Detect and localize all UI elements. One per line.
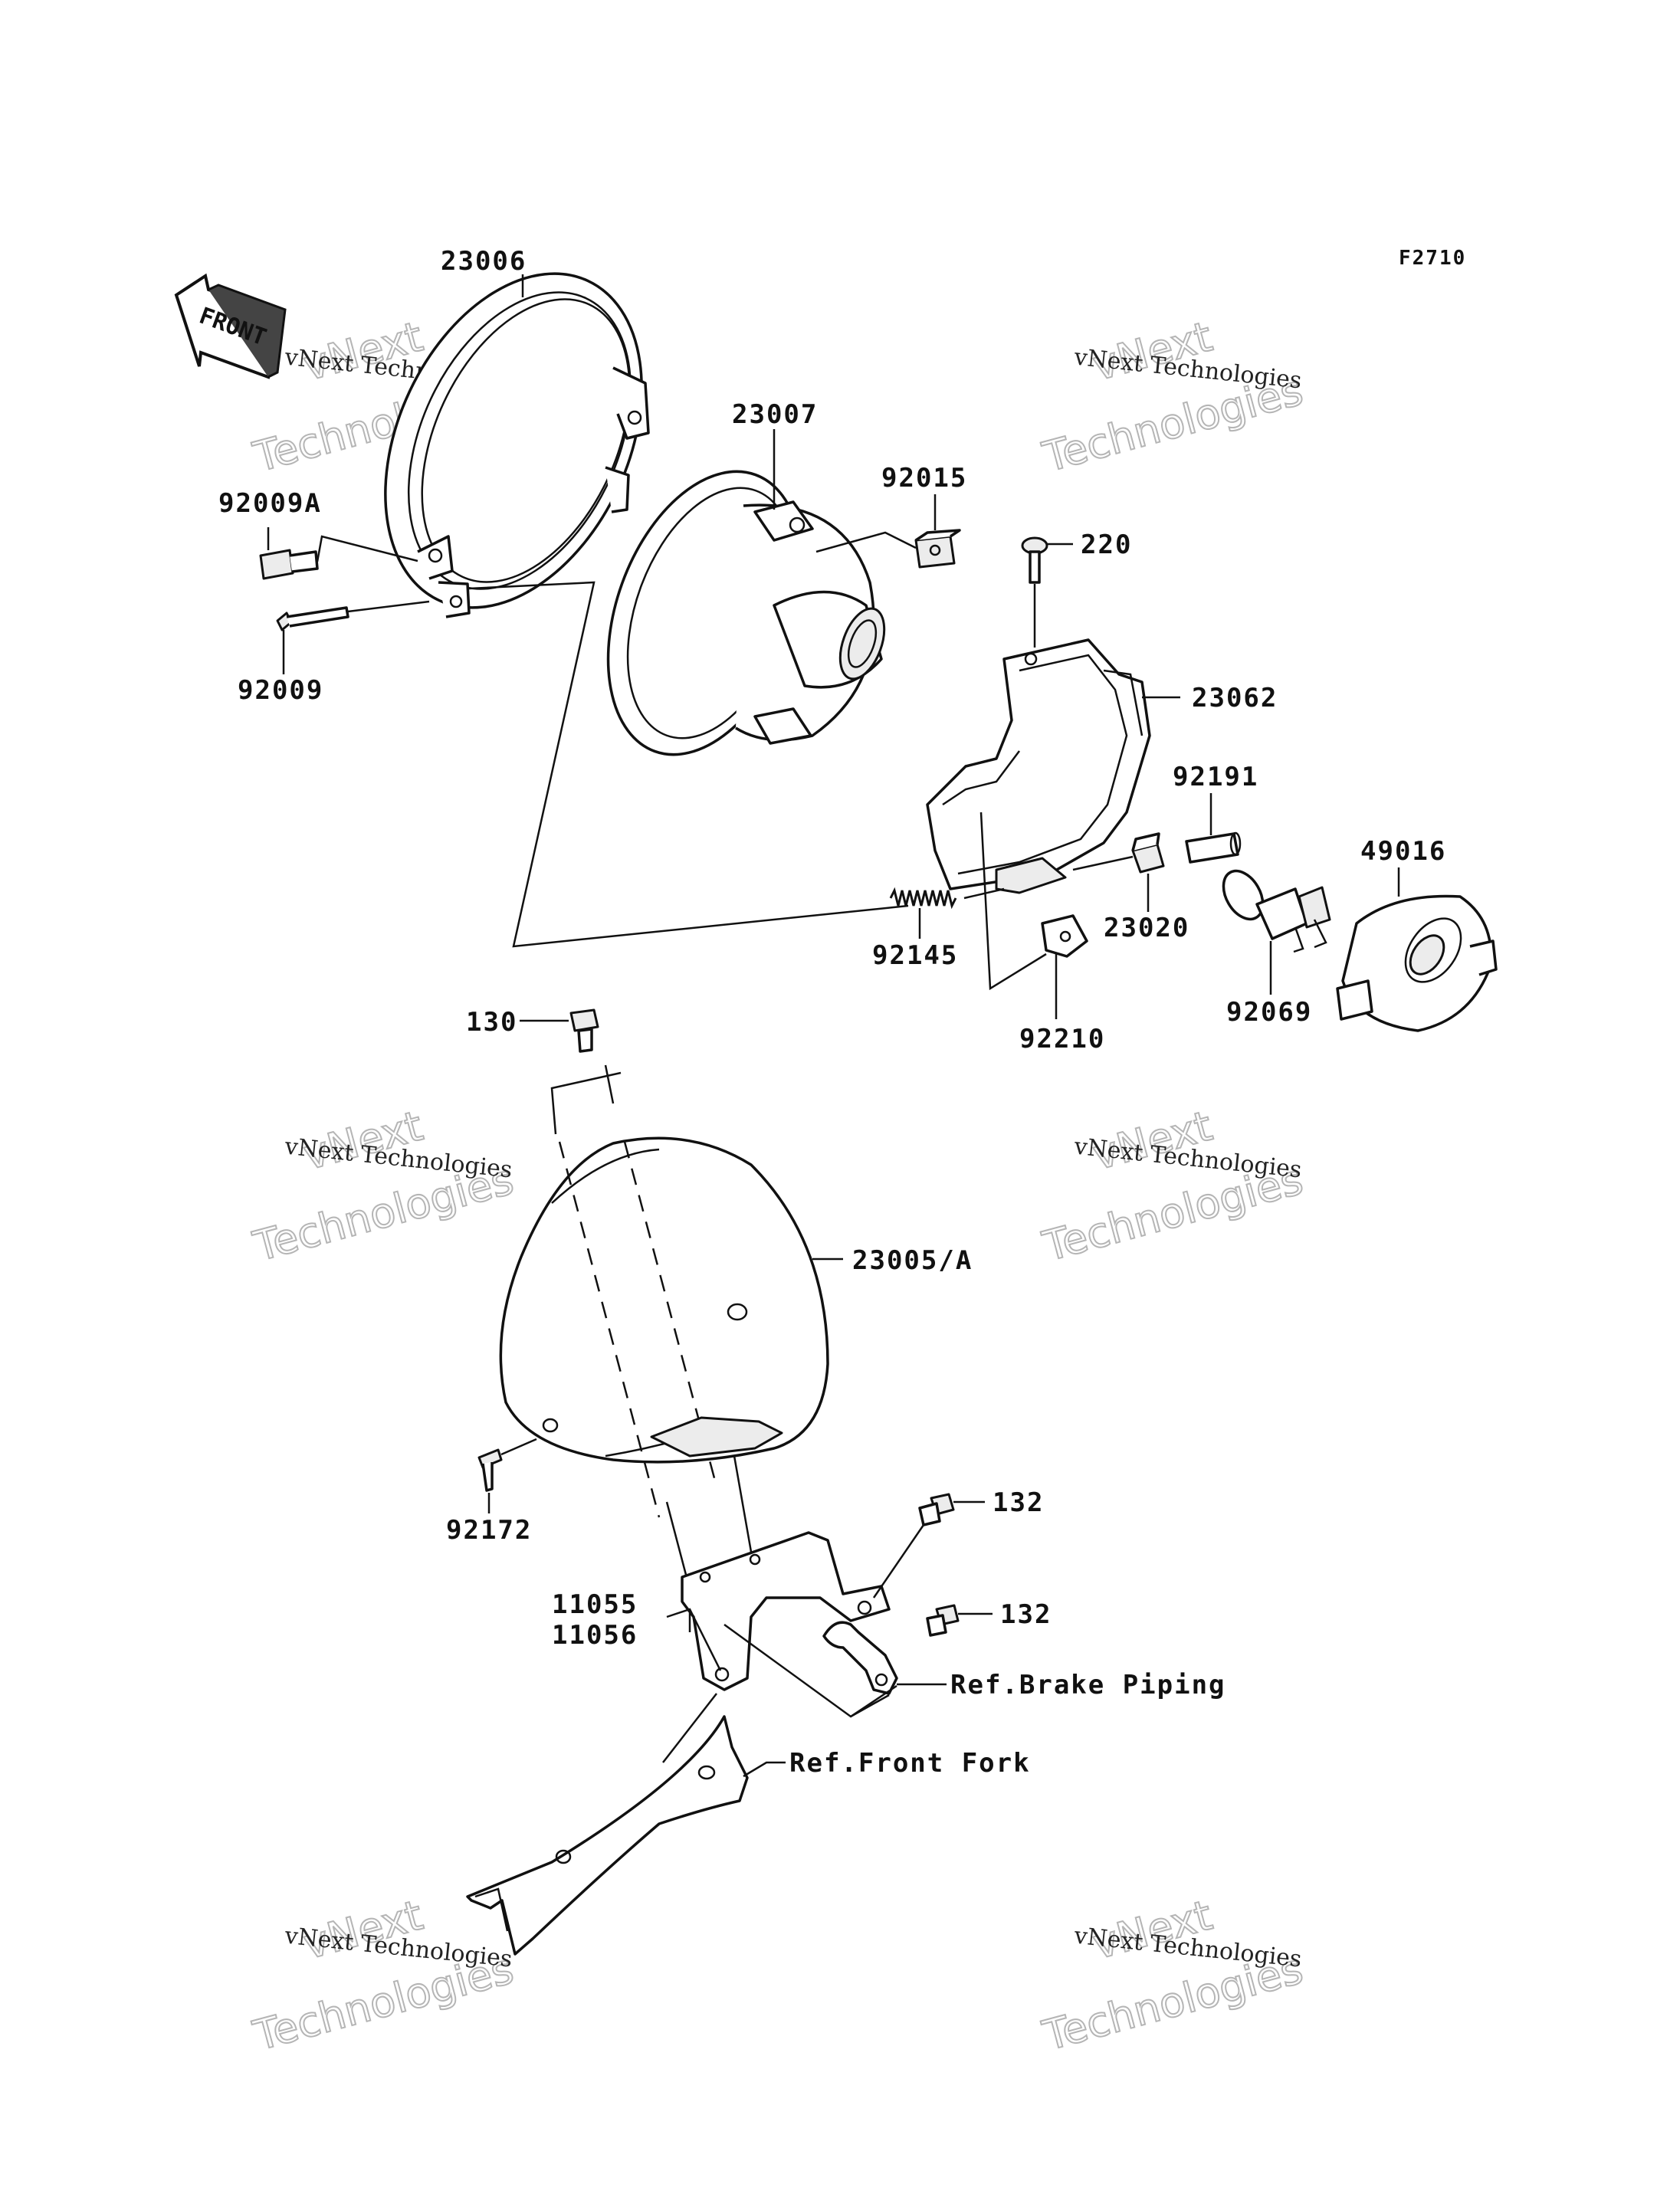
leader-130b	[604, 1064, 615, 1104]
label-92145: 92145	[872, 940, 958, 971]
label-ref-brake: Ref.Brake Piping	[950, 1670, 1226, 1700]
watermark-4: vNext Technologies vNext Technologies	[1037, 1100, 1308, 1271]
label-132a: 132	[993, 1487, 1044, 1518]
label-11055: 11055	[552, 1589, 638, 1620]
label-11056: 11056	[552, 1620, 638, 1651]
brake-piping-clamp	[822, 1621, 898, 1695]
leader-92145-link	[468, 581, 909, 948]
cover-49016	[1336, 894, 1498, 1032]
front-arrow: FRONT	[174, 273, 287, 379]
label-23007: 23007	[732, 399, 818, 430]
bolt-130	[569, 1008, 599, 1053]
label-92009A: 92009A	[218, 488, 322, 519]
label-220: 220	[1081, 530, 1132, 560]
leader-132a-b	[872, 1524, 925, 1599]
label-92069: 92069	[1226, 997, 1312, 1028]
front-fork-ref	[466, 1715, 749, 1956]
watermark-6: vNext Technologies vNext Technologies	[1037, 1890, 1308, 2061]
leader-11056	[666, 1608, 722, 1671]
nut-92015	[914, 529, 961, 569]
watermark-5: vNext Technologies vNext Technologies	[248, 1890, 519, 2061]
rim-ring-23006	[384, 272, 650, 618]
screw-92009A	[259, 549, 319, 580]
bracket-11055-11056	[665, 1455, 891, 1691]
label-92009: 92009	[238, 675, 323, 706]
leader-92009A	[316, 535, 418, 562]
label-92210: 92210	[1019, 1024, 1105, 1054]
label-23020: 23020	[1104, 913, 1189, 943]
figure-code: F2710	[1399, 247, 1466, 270]
bolt-132-lower	[926, 1604, 960, 1637]
leader-23020b	[1072, 855, 1134, 871]
label-132b: 132	[1000, 1599, 1052, 1630]
leader-92015	[815, 531, 917, 553]
plate-92210	[1041, 914, 1088, 958]
label-49016: 49016	[1360, 836, 1446, 867]
leader-fork-top	[662, 1693, 717, 1763]
leader-92210-link	[979, 812, 1047, 991]
bracket-23062	[926, 638, 1151, 894]
label-23006: 23006	[441, 246, 527, 277]
clip-23020	[1131, 832, 1165, 874]
cap-92191	[1185, 831, 1242, 864]
label-ref-fork: Ref.Front Fork	[789, 1748, 1031, 1779]
screw-92172	[477, 1448, 503, 1492]
label-92015: 92015	[881, 463, 967, 494]
watermark-3: vNext Technologies vNext Technologies	[248, 1100, 519, 1271]
label-23062: 23062	[1192, 683, 1278, 713]
screw-92009	[276, 606, 349, 631]
label-92191: 92191	[1173, 762, 1258, 792]
leader-92009b	[347, 600, 430, 613]
label-23005A: 23005/A	[852, 1245, 973, 1276]
leader-ref-fork	[743, 1761, 786, 1778]
leader-bracket-link	[724, 1623, 897, 1718]
label-92172: 92172	[446, 1515, 532, 1546]
bulb-92069	[1222, 869, 1331, 953]
bolt-132-upper	[918, 1493, 955, 1526]
leader-130c	[550, 1071, 622, 1135]
screw-220	[1021, 536, 1048, 584]
spring-92145	[889, 887, 957, 910]
label-130: 130	[466, 1007, 517, 1038]
housing-23005A	[499, 1136, 829, 1518]
leader-92172b	[500, 1438, 537, 1456]
reflector-23007	[606, 470, 886, 756]
leader-92145b	[963, 887, 1005, 900]
watermark-2: vNext Technologies vNext Technologies	[1037, 311, 1308, 482]
